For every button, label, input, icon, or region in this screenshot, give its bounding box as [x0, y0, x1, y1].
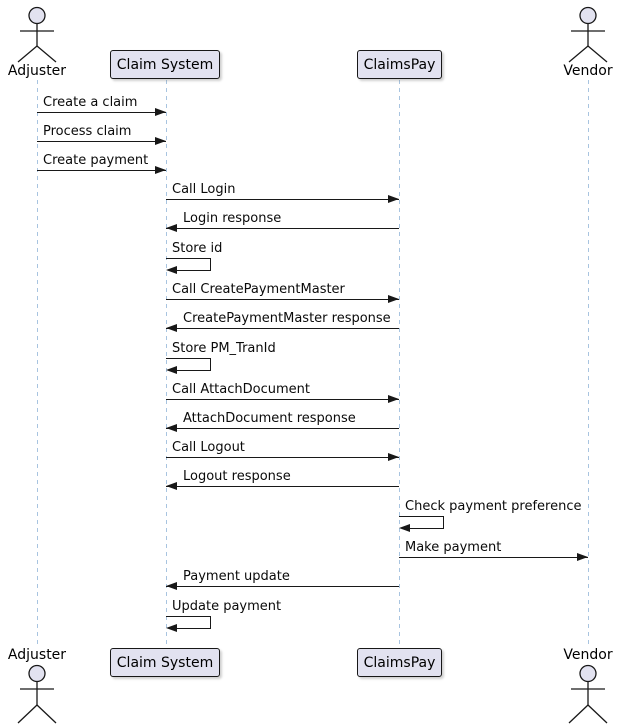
- message-line: [37, 112, 166, 114]
- arrowhead-left-icon: [166, 482, 177, 490]
- arrowhead-right-icon: [388, 195, 399, 203]
- actor-vendor-top: Vendor: [543, 6, 618, 79]
- participant-label: ClaimsPay: [363, 654, 436, 671]
- message-label: Store PM_TranId: [172, 341, 276, 356]
- message-line: [443, 516, 445, 529]
- message-label: Login response: [183, 211, 282, 226]
- arrowhead-left-icon: [399, 524, 410, 532]
- arrowhead-left-icon: [166, 424, 177, 432]
- participant-label: Claim System: [116, 654, 214, 671]
- message-label: Process claim: [43, 124, 132, 139]
- message-line: [166, 199, 399, 201]
- message-line: [166, 228, 399, 230]
- message-line: [166, 616, 210, 618]
- arrowhead-left-icon: [166, 582, 177, 590]
- participant-claimspay-top: ClaimsPay: [357, 50, 442, 79]
- message-line: [166, 328, 399, 330]
- message-line: [166, 258, 210, 260]
- message-label: Create payment: [43, 153, 149, 168]
- actor-adjuster-bottom: Adjuster: [0, 647, 82, 728]
- lifeline-claimspay: [399, 80, 400, 647]
- lifeline-adjuster: [37, 80, 38, 647]
- message-line: [210, 358, 212, 371]
- message-label: Logout response: [183, 469, 291, 484]
- message-label: Create a claim: [43, 95, 138, 110]
- message-label: Make payment: [405, 540, 502, 555]
- message-label: Store id: [172, 241, 223, 256]
- participant-claim-system-top: Claim System: [110, 50, 220, 79]
- arrowhead-right-icon: [155, 166, 166, 174]
- actor-vendor-bottom: Vendor: [543, 647, 618, 728]
- arrowhead-right-icon: [388, 453, 399, 461]
- message-line: [166, 486, 399, 488]
- message-line: [176, 628, 210, 630]
- actor-label: Vendor: [563, 647, 613, 663]
- arrowhead-left-icon: [166, 266, 177, 274]
- arrowhead-left-icon: [166, 624, 177, 632]
- message-label: Payment update: [183, 569, 290, 584]
- message-line: [166, 457, 399, 459]
- lifeline-claim-system: [166, 80, 167, 647]
- arrowhead-right-icon: [388, 295, 399, 303]
- arrowhead-left-icon: [166, 366, 177, 374]
- message-line: [409, 528, 443, 530]
- arrowhead-left-icon: [166, 224, 177, 232]
- participant-label: Claim System: [116, 56, 214, 73]
- message-line: [176, 270, 210, 272]
- arrowhead-right-icon: [577, 553, 588, 561]
- message-label: Call Login: [172, 182, 236, 197]
- stick-figure-icon: [17, 6, 57, 63]
- participant-claimspay-bottom: ClaimsPay: [357, 648, 442, 677]
- stick-figure-icon: [568, 6, 608, 63]
- message-line: [166, 428, 399, 430]
- message-label: AttachDocument response: [183, 411, 356, 426]
- message-line: [399, 516, 443, 518]
- actor-label: Vendor: [563, 63, 613, 79]
- message-line: [37, 141, 166, 143]
- participant-claim-system-bottom: Claim System: [110, 648, 220, 677]
- stick-figure-icon: [17, 664, 57, 724]
- message-label: Check payment preference: [405, 499, 582, 514]
- message-label: Call AttachDocument: [172, 382, 310, 397]
- message-label: CreatePaymentMaster response: [183, 311, 391, 326]
- message-line: [166, 586, 399, 588]
- actor-label: Adjuster: [7, 63, 67, 79]
- stick-figure-icon: [568, 664, 608, 724]
- actor-label: Adjuster: [7, 647, 67, 663]
- message-line: [166, 399, 399, 401]
- message-label: Call Logout: [172, 440, 245, 455]
- message-line: [37, 170, 166, 172]
- message-label: Call CreatePaymentMaster: [172, 282, 345, 297]
- message-line: [166, 299, 399, 301]
- message-label: Update payment: [172, 599, 282, 614]
- message-line: [399, 557, 588, 559]
- message-line: [210, 258, 212, 271]
- arrowhead-right-icon: [155, 137, 166, 145]
- arrowhead-right-icon: [155, 108, 166, 116]
- message-line: [176, 370, 210, 372]
- message-line: [166, 358, 210, 360]
- participant-label: ClaimsPay: [363, 56, 436, 73]
- message-line: [210, 616, 212, 629]
- arrowhead-left-icon: [166, 324, 177, 332]
- arrowhead-right-icon: [388, 395, 399, 403]
- actor-adjuster-top: Adjuster: [0, 6, 82, 79]
- lifeline-vendor: [588, 80, 589, 647]
